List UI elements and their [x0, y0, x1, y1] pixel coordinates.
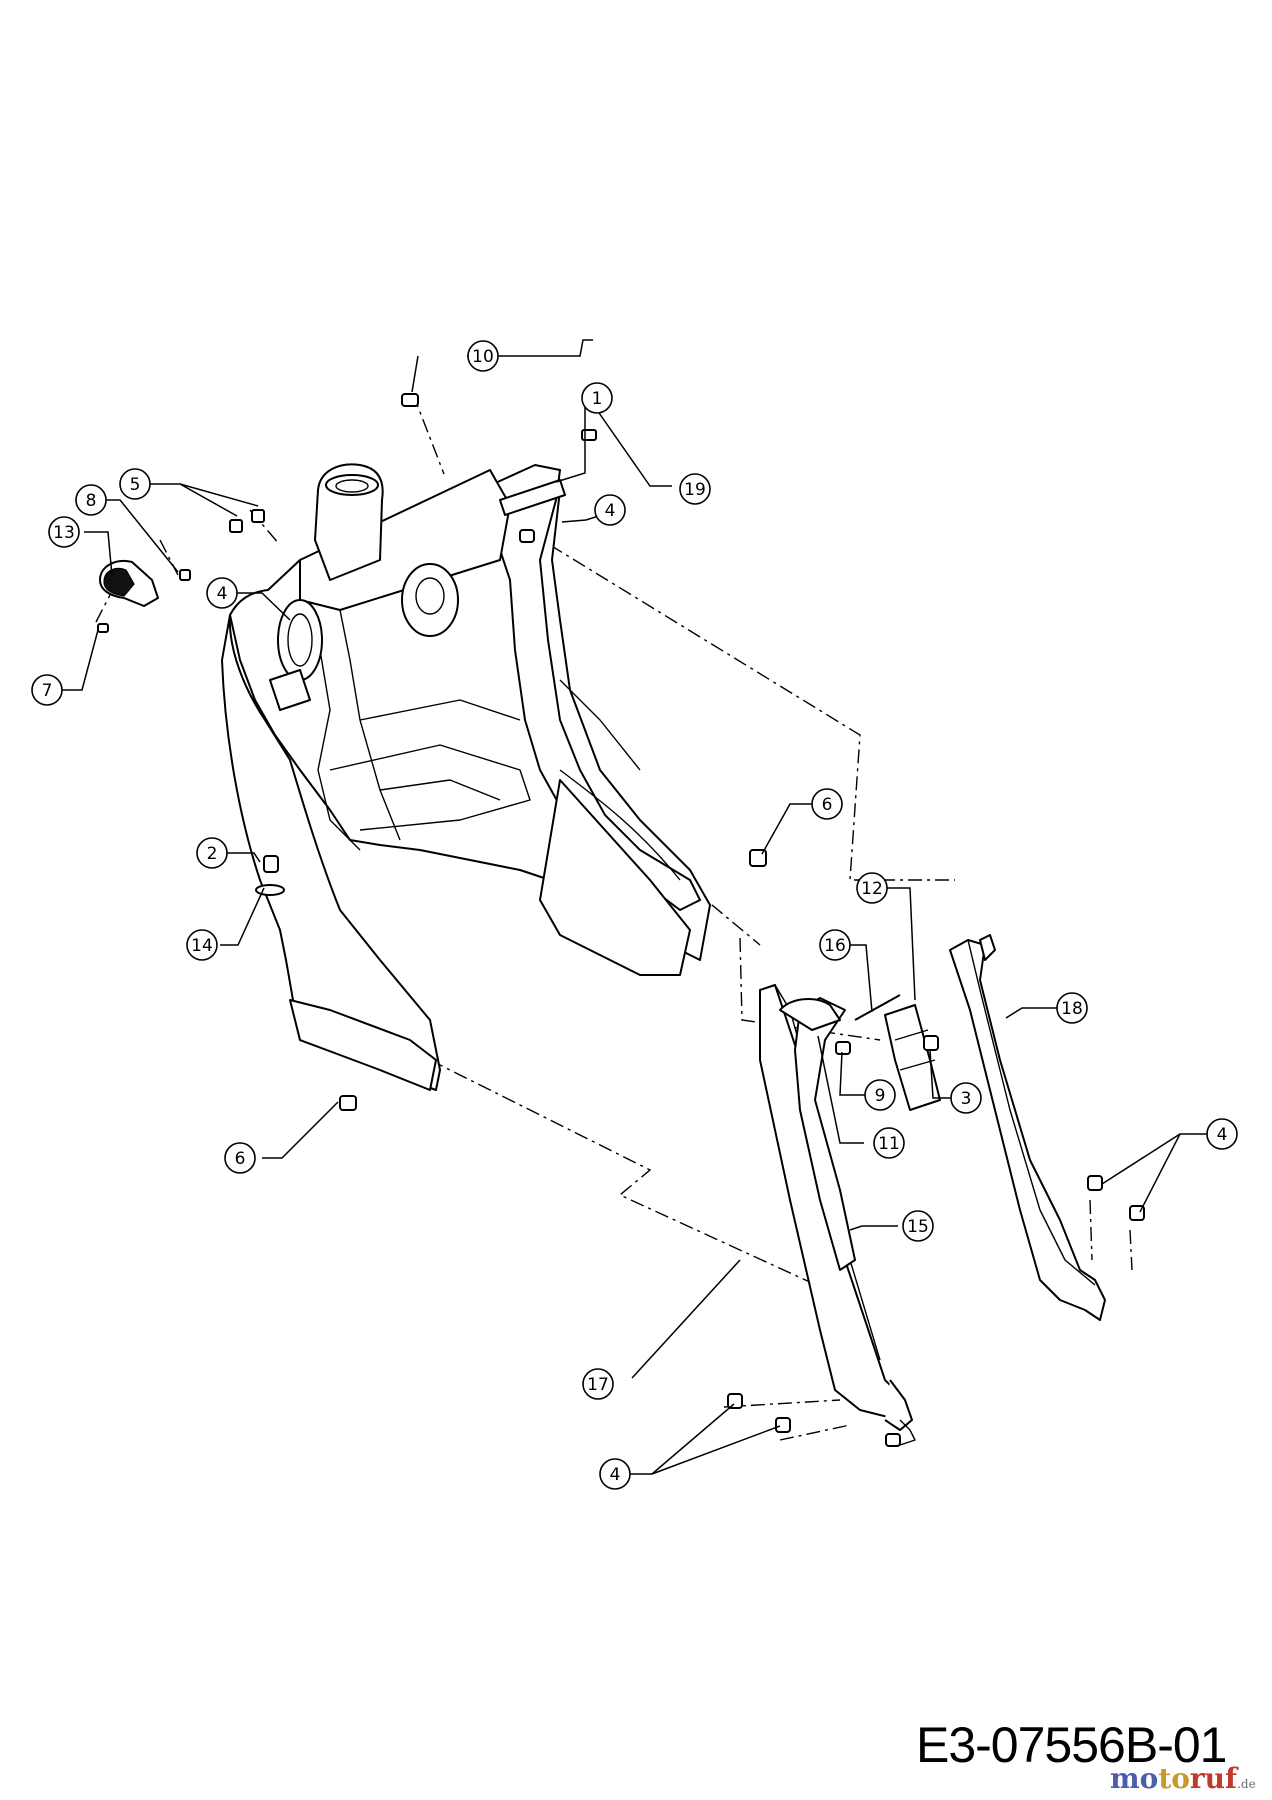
callout-14: 14 [186, 929, 218, 961]
callout-11: 11 [873, 1127, 905, 1159]
callout-10: 10 [467, 340, 499, 372]
callout-18: 18 [1056, 992, 1088, 1024]
shield-part-12 [884, 1004, 941, 1111]
watermark-logo: motoruf.de [1110, 1762, 1256, 1795]
callout-label: 4 [1217, 1125, 1228, 1145]
callout-label: 3 [961, 1089, 972, 1109]
callout-6-upper: 6 [811, 788, 843, 820]
knob-part-13 [99, 560, 159, 607]
callout-label: 18 [1061, 999, 1083, 1019]
callout-8: 8 [75, 484, 107, 516]
callout-leaders [62, 339, 1207, 1475]
callout-12: 12 [856, 872, 888, 904]
callout-13: 13 [48, 516, 80, 548]
callout-16: 16 [819, 929, 851, 961]
callout-label: 4 [605, 501, 616, 521]
callout-label: 4 [610, 1465, 621, 1485]
drawing-code: E3-07556B-01 [916, 1717, 1227, 1773]
callout-4-upper-right: 4 [594, 494, 626, 526]
callout-label: 10 [472, 347, 494, 367]
callout-label: 8 [86, 491, 97, 511]
callout-4-right-bracket: 4 [1206, 1118, 1238, 1150]
callout-label: 16 [824, 936, 846, 956]
watermark-part2: to [1158, 1762, 1190, 1795]
callout-label: 19 [684, 480, 706, 500]
callout-label: 6 [235, 1149, 246, 1169]
callout-6-lower: 6 [224, 1142, 256, 1174]
watermark-suffix: .de [1237, 1777, 1256, 1791]
callout-17: 17 [582, 1368, 614, 1400]
callout-5: 5 [119, 468, 151, 500]
fastener-hardware [97, 393, 1145, 1447]
callout-label: 15 [907, 1217, 929, 1237]
callout-4-bottom: 4 [599, 1458, 631, 1490]
callout-label: 4 [217, 584, 228, 604]
callout-label: 12 [861, 879, 883, 899]
callout-label: 1 [592, 389, 603, 409]
callout-9: 9 [864, 1079, 896, 1111]
callout-7: 7 [31, 674, 63, 706]
callout-label: 14 [191, 936, 213, 956]
callout-label: 5 [130, 475, 141, 495]
callout-label: 6 [822, 795, 833, 815]
callout-4-left: 4 [206, 577, 238, 609]
callout-2: 2 [196, 837, 228, 869]
watermark-part1: mo [1110, 1762, 1159, 1795]
callout-15: 15 [902, 1210, 934, 1242]
callout-label: 2 [207, 844, 218, 864]
callout-label: 9 [875, 1086, 886, 1106]
callout-label: 13 [53, 523, 75, 543]
callout-3: 3 [950, 1082, 982, 1114]
callout-label: 7 [42, 681, 53, 701]
callout-19: 19 [679, 473, 711, 505]
left-support-bracket [759, 984, 916, 1446]
watermark-part3: ruf [1189, 1762, 1238, 1795]
callout-label: 17 [587, 1375, 609, 1395]
callout-1: 1 [581, 382, 613, 414]
dash-panel-body [221, 463, 711, 1091]
right-support-bracket [949, 934, 1106, 1321]
callout-label: 11 [878, 1134, 900, 1154]
